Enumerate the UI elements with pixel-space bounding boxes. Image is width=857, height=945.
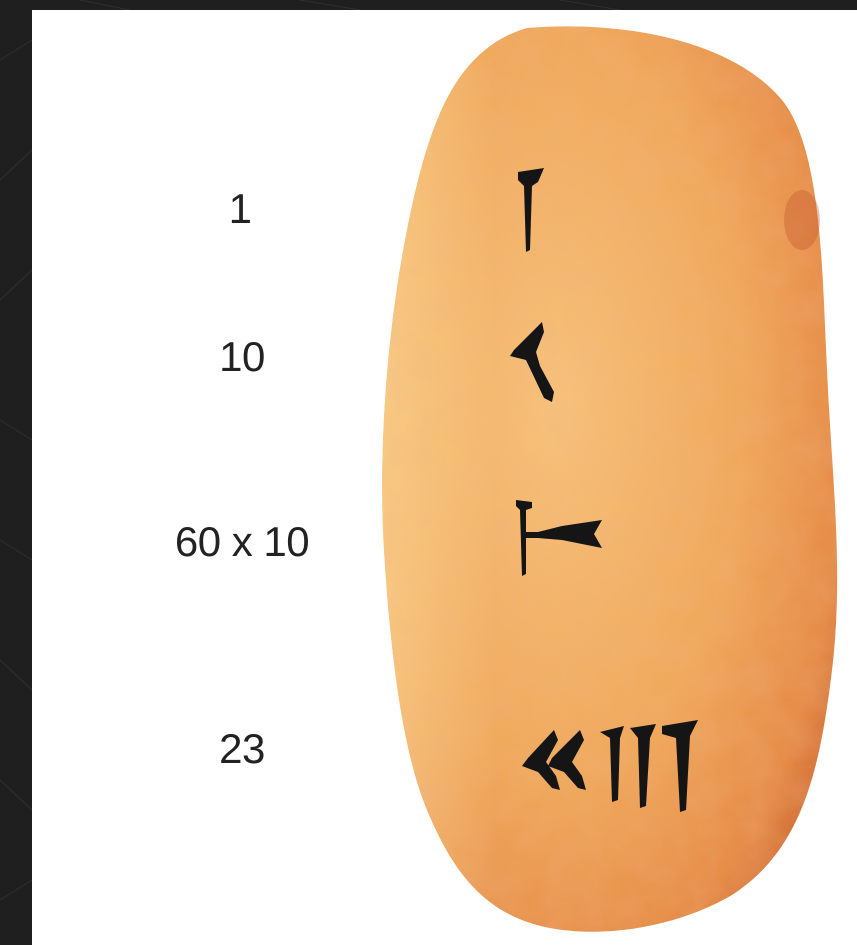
row-label-six-hundred: 60 x 10 [175, 521, 309, 563]
row-label-twenty-three: 23 [219, 728, 265, 770]
clay-tablet-illustration [32, 10, 857, 945]
figure-panel: 1 10 60 x 10 23 [32, 10, 857, 945]
row-label-one: 1 [229, 188, 252, 230]
row-label-ten: 10 [219, 336, 265, 378]
